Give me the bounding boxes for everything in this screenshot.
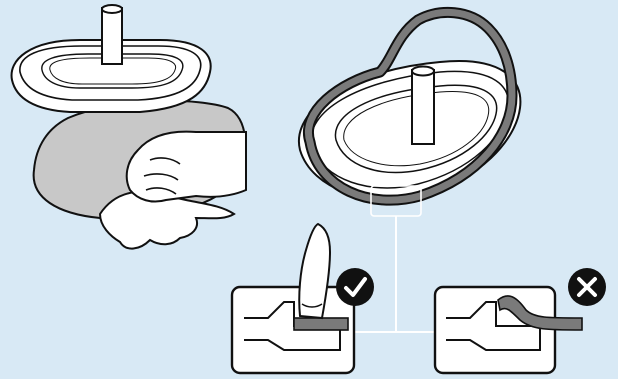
seal-lifted <box>497 295 583 331</box>
pressing-finger <box>298 222 332 320</box>
cross-icon <box>577 277 597 297</box>
hand-with-cloth <box>98 130 247 250</box>
hand <box>125 130 247 203</box>
wiping-scene <box>10 4 247 250</box>
seal-scene <box>230 6 606 375</box>
cross-badge <box>568 268 606 306</box>
check-icon <box>344 277 367 297</box>
seal-seated <box>293 317 349 331</box>
incorrect-detail-panel <box>433 268 606 375</box>
groove-profile <box>446 301 541 351</box>
lid-left <box>10 4 212 113</box>
lid-right <box>297 60 522 201</box>
cloth <box>98 190 236 250</box>
connector-lines <box>352 216 440 333</box>
lid-post <box>101 7 123 65</box>
check-badge <box>336 268 374 306</box>
correct-detail-panel <box>230 222 374 375</box>
lid-post <box>411 69 435 145</box>
